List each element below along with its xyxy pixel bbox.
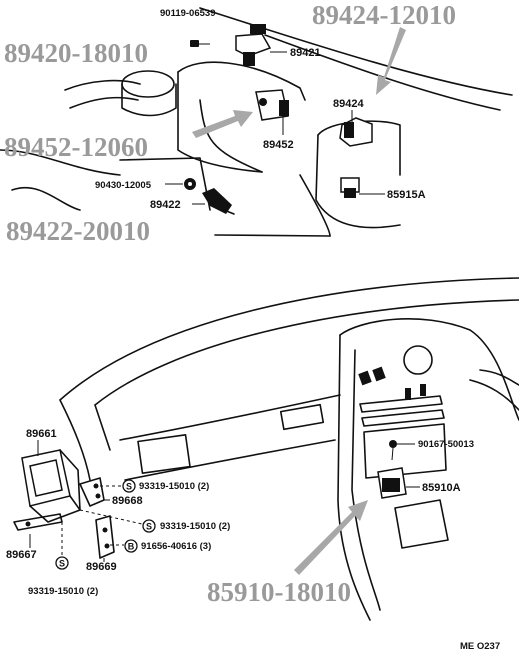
symbol-s-1: S [122, 479, 136, 493]
overlay-label-89452-12060: 89452-12060 [4, 132, 148, 162]
relay-89452-icon [255, 89, 289, 121]
part-number-90119: 90119-06539 [160, 8, 215, 19]
overlay-label-89424-12010: 89424-12010 [312, 0, 456, 30]
part-number-89668: 89668 [112, 495, 143, 507]
arrow-to-89452 [192, 110, 253, 138]
svg-text:S: S [146, 522, 152, 532]
part-number-91656: 91656-40616 (3) [141, 541, 211, 552]
symbol-s-3: S [55, 556, 69, 570]
grommet-icon [184, 178, 196, 190]
overlay-label-89422-20010: 89422-20010 [6, 216, 150, 246]
svg-text:S: S [59, 559, 65, 569]
diagram-code: ME O237 [460, 641, 500, 652]
bolt-90167-icon [389, 440, 397, 461]
part-number-89452: 89452 [263, 139, 294, 151]
sensor-89422-icon [202, 188, 235, 215]
bracket-89668-icon [79, 477, 105, 507]
part-number-89661: 89661 [26, 428, 57, 440]
part-number-93319-c: 93319-15010 (2) [28, 586, 98, 597]
relay-89424-icon [339, 117, 373, 147]
svg-text:B: B [128, 542, 135, 552]
overlay-label-85910-18010: 85910-18010 [207, 577, 351, 607]
part-number-85915A: 85915A [387, 189, 426, 201]
ecu-89661-icon [21, 449, 81, 523]
arrow-to-89424 [376, 27, 406, 95]
part-number-89667: 89667 [6, 549, 37, 561]
part-number-93319-a: 93319-15010 (2) [139, 481, 209, 492]
part-number-89422: 89422 [150, 199, 181, 211]
overlay-label-89420-18010: 89420-18010 [4, 38, 148, 68]
part-number-89421: 89421 [290, 47, 321, 59]
part-number-90167: 90167-50013 [418, 439, 474, 450]
engine-bay-drawing [0, 7, 513, 237]
dashboard-drawing [13, 277, 519, 621]
part-number-90430: 90430-12005 [95, 180, 152, 191]
bracket-89667-icon [13, 513, 63, 531]
symbol-s-2: S [142, 519, 156, 533]
connector-85915A-icon [340, 177, 360, 198]
relay-85910A-icon [377, 467, 407, 499]
part-number-85910A: 85910A [422, 482, 461, 494]
bracket-89669-icon [95, 515, 115, 559]
svg-text:S: S [126, 482, 132, 492]
symbol-b: B [124, 539, 138, 553]
part-number-89669: 89669 [86, 561, 117, 573]
sensor-89421-icon [235, 24, 272, 66]
part-number-89424: 89424 [333, 98, 364, 110]
part-number-93319-b: 93319-15010 (2) [160, 521, 230, 532]
arrow-to-85910A [294, 500, 368, 575]
